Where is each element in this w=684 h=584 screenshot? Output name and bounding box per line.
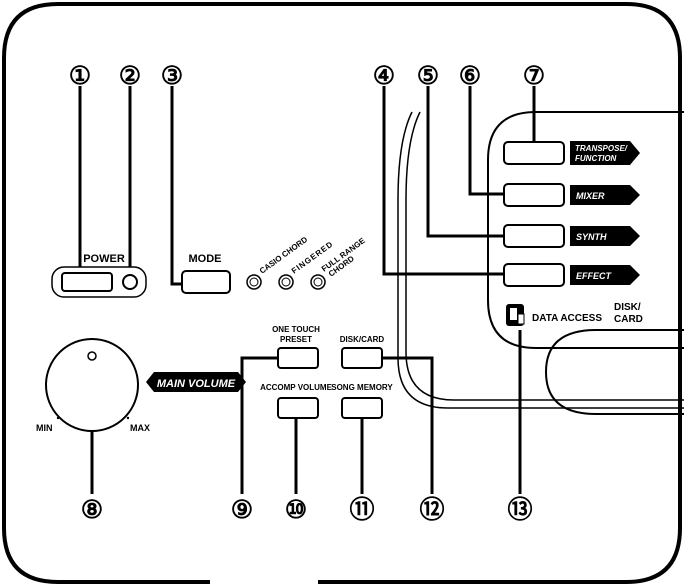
disk-slot-label-1: DISK/: [614, 302, 641, 313]
synth-button[interactable]: [503, 224, 565, 248]
callout-13: ⑬: [507, 495, 532, 524]
min-label: MIN: [36, 423, 53, 433]
effect-tag: [570, 265, 640, 285]
button-module-outline: [487, 111, 684, 349]
full-range-led-inner: [313, 277, 323, 287]
leader-6: [468, 86, 512, 196]
mode-label: MODE: [189, 253, 222, 265]
mode-button[interactable]: [181, 270, 231, 294]
inner-curve-inner: [405, 111, 684, 401]
disk-slot: [544, 329, 684, 415]
main-volume-label: MAIN VOLUME: [157, 378, 236, 390]
one-touch-label-1: ONE TOUCH: [272, 325, 320, 334]
callout-2: ②: [119, 62, 141, 90]
callout-7: ⑦: [523, 62, 545, 90]
mixer-tag: [570, 185, 640, 205]
leader-4: [382, 86, 512, 276]
effect-label: EFFECT: [576, 271, 613, 281]
one-touch-label-2: PRESET: [280, 335, 312, 344]
callout-11: ⑪: [349, 495, 374, 524]
main-volume-knob[interactable]: [45, 338, 139, 432]
effect-button[interactable]: [503, 263, 565, 287]
data-access-icon: [506, 304, 525, 326]
main-volume-tag: [146, 372, 246, 392]
callout-8: ⑧: [81, 496, 103, 524]
callout-10: ⑩: [285, 496, 307, 524]
transpose-label-2: FUNCTION: [575, 154, 617, 163]
max-label: MAX: [130, 423, 150, 433]
power-label: POWER: [83, 253, 125, 265]
synth-label: SYNTH: [576, 232, 607, 242]
callout-numbers: ① ② ③ ④ ⑤ ⑥ ⑦ ⑧ ⑨ ⑩ ⑪ ⑫ ⑬: [69, 62, 545, 524]
power-indicator: [122, 274, 138, 290]
callout-4: ④: [373, 62, 395, 90]
callout-12: ⑫: [419, 495, 444, 524]
accomp-volume-label: ACCOMP VOLUME: [260, 383, 333, 392]
disk-slot-label-2: CARD: [614, 314, 643, 325]
callout-3: ③: [161, 62, 183, 90]
mixer-label: MIXER: [576, 191, 605, 201]
knob-indicator: [87, 351, 97, 361]
synth-tag: [570, 226, 640, 246]
transpose-function-button[interactable]: [503, 141, 565, 165]
callout-6: ⑥: [459, 62, 481, 90]
transpose-tag: [570, 141, 640, 165]
song-memory-label: SONG MEMORY: [331, 383, 393, 392]
mixer-button[interactable]: [503, 183, 565, 207]
leader-5: [426, 86, 512, 238]
data-access-label: DATA ACCESS: [532, 313, 602, 324]
transpose-label-1: TRANSPOSE/: [575, 144, 628, 153]
disk-card-label: DISK/CARD: [340, 335, 385, 344]
song-memory-button[interactable]: [341, 397, 383, 419]
callout-5: ⑤: [417, 62, 439, 90]
callout-1: ①: [69, 62, 91, 90]
one-touch-preset-button[interactable]: [277, 347, 319, 369]
accomp-volume-button[interactable]: [277, 397, 319, 419]
power-button[interactable]: [61, 272, 113, 292]
leader-12: [374, 356, 434, 494]
callout-9: ⑨: [231, 496, 253, 524]
fingered-led-inner: [281, 277, 291, 287]
disk-card-button[interactable]: [341, 347, 383, 369]
casio-chord-led-inner: [249, 277, 259, 287]
